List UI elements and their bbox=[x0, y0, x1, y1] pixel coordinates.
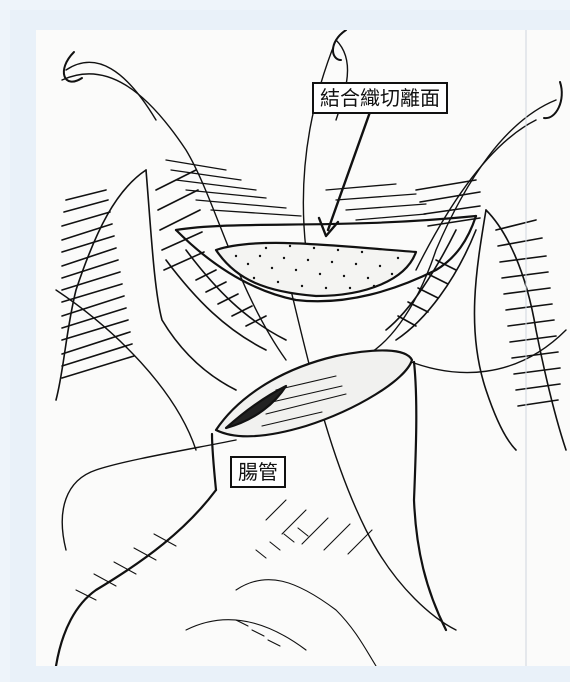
left-tissue-wall bbox=[56, 170, 236, 400]
suture-threads bbox=[56, 40, 566, 630]
intestine-stump bbox=[56, 350, 446, 666]
right-tissue-wall bbox=[416, 180, 566, 450]
illustration-sheet: 結合織切離面 腸管 bbox=[36, 30, 570, 666]
leader-arrow bbox=[319, 112, 370, 236]
tissue-plane-label: 結合織切離面 bbox=[312, 82, 448, 114]
surgical-illustration bbox=[36, 30, 570, 666]
intestine-label: 腸管 bbox=[230, 456, 286, 488]
